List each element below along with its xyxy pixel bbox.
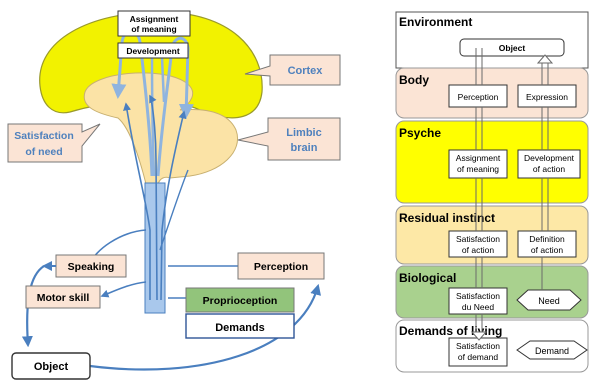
need-label: Need — [538, 296, 560, 306]
proprioception-label: Proprioception — [203, 295, 278, 307]
development-r-line1: Development — [524, 153, 575, 163]
cortex-label: Cortex — [288, 65, 324, 77]
layer-diagram: Environment Object Body Perception Expre… — [396, 12, 588, 372]
definition-line2: of action — [531, 245, 563, 255]
assignment-meaning-line2: of meaning — [131, 24, 176, 34]
assignment-r-line2: of meaning — [457, 164, 499, 174]
object-label: Object — [34, 361, 69, 373]
definition-line1: Definition — [529, 234, 565, 244]
satisfaction-need-r-line2: du Need — [462, 302, 494, 312]
satisfaction-demand-line1: Satisfaction — [456, 341, 500, 351]
right-object-label: Object — [499, 43, 526, 53]
biological-label: Biological — [399, 271, 456, 285]
satisfaction-action-line2: of action — [462, 245, 494, 255]
expression-label: Expression — [526, 92, 568, 102]
body-label: Body — [399, 73, 429, 87]
perception-r-label: Perception — [458, 92, 499, 102]
assignment-meaning-line1: Assignment — [130, 14, 179, 24]
speaking-label: Speaking — [68, 261, 115, 273]
satisfaction-action-line1: Satisfaction — [456, 234, 500, 244]
demands-label: Demands — [215, 322, 265, 334]
assignment-r-line1: Assignment — [456, 153, 501, 163]
limbic-label-2: brain — [291, 142, 318, 154]
brain-diagram: Assignment of meaning Development Cortex… — [8, 11, 340, 379]
motor-skill-label: Motor skill — [37, 292, 90, 304]
residual-label: Residual instinct — [399, 211, 495, 225]
limbic-callout — [238, 118, 340, 160]
satisfaction-need-line2: of need — [25, 146, 62, 158]
development-label: Development — [126, 46, 180, 56]
psyche-label: Psyche — [399, 126, 441, 140]
demands-living-label: Demands of living — [399, 324, 502, 338]
perception-label: Perception — [254, 261, 308, 273]
development-r-line2: of action — [533, 164, 565, 174]
satisfaction-need-line1: Satisfaction — [14, 130, 74, 142]
satisfaction-demand-line2: of demand — [458, 352, 498, 362]
limbic-label-1: Limbic — [286, 127, 321, 139]
demand-label: Demand — [535, 346, 569, 356]
satisfaction-need-r-line1: Satisfaction — [456, 291, 500, 301]
environment-label: Environment — [399, 15, 472, 29]
